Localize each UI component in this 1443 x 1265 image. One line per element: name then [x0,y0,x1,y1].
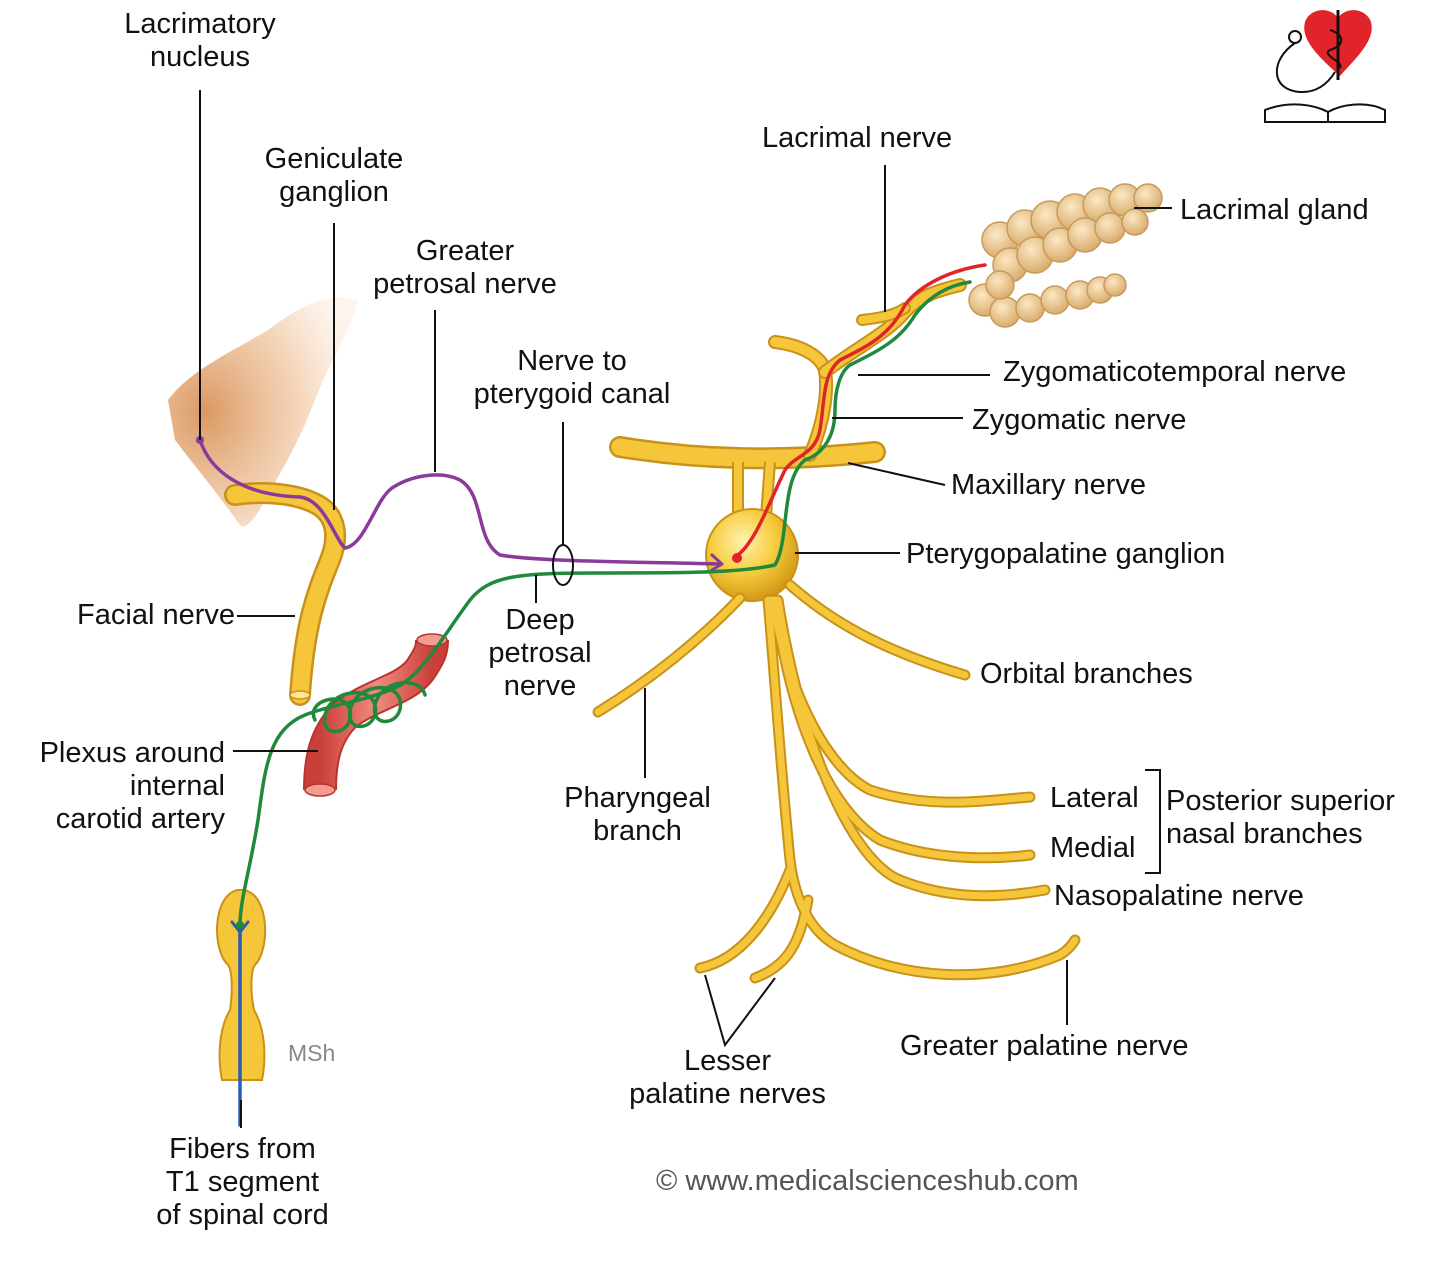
label-zygomatic-nerve: Zygomatic nerve [972,404,1187,436]
copyright-credit: © www.medicalscienceshub.com [656,1165,1079,1197]
label-geniculate-ganglion-text: Geniculate ganglion [264,143,404,208]
label-greater-petrosal-nerve-text: Greater petrosal nerve [373,235,557,300]
label-deep-petrosal-nerve-text: Deep petrosal nerve [488,604,592,702]
maxillary-nerve-trunk [609,436,886,470]
zygomatic-nerve-trunk [768,278,967,462]
facial-nerve-trunk [224,482,347,706]
label-facial-nerve: Facial nerve [77,599,235,631]
label-nerve-to-pterygoid-canal-text: Nerve to pterygoid canal [473,345,671,410]
label-nerve-to-pterygoid-canal: Nerve to pterygoid canal [452,345,692,411]
ganglion-synapse-dot [732,553,742,563]
pterygopalatine-ganglion-body [705,508,799,602]
label-lateral: Lateral [1050,782,1139,814]
label-zygomaticotemporal-nerve: Zygomaticotemporal nerve [1003,356,1347,388]
heart-stethoscope-book-logo [1264,10,1386,123]
label-fibers-t1: Fibers from T1 segment of spinal cord [120,1133,365,1232]
label-posterior-superior-nasal-branches: Posterior superior nasal branches [1166,785,1395,851]
label-greater-palatine-nerve: Greater palatine nerve [900,1030,1189,1062]
label-fibers-t1-text: Fibers from T1 segment of spinal cord [156,1133,329,1231]
label-plexus-internal-carotid-text: Plexus around internal carotid artery [39,737,225,835]
label-posterior-superior-nasal-branches-text: Posterior superior nasal branches [1166,785,1395,850]
fiber-pathways [198,263,987,1127]
label-geniculate-ganglion: Geniculate ganglion [234,143,434,209]
label-plexus-internal-carotid: Plexus around internal carotid artery [0,737,225,836]
pterygoid-canal-ring [552,544,574,586]
lacrimal-gland [968,183,1163,328]
label-maxillary-nerve: Maxillary nerve [951,469,1146,501]
spinal-origin-dot [236,921,244,929]
artist-signature: MSh [288,1040,336,1066]
label-lesser-palatine-nerves: Lesser palatine nerves [600,1045,855,1111]
label-pharyngeal-branch-text: Pharyngeal branch [564,782,711,847]
label-medial: Medial [1050,832,1136,864]
label-nasopalatine-nerve: Nasopalatine nerve [1054,880,1304,912]
label-lacrimatory-nucleus-text: Lacrimatory nucleus [124,8,276,73]
ganglion-lower-branches [592,579,1081,984]
label-lacrimatory-nucleus: Lacrimatory nucleus [100,8,300,74]
label-lacrimal-gland: Lacrimal gland [1180,194,1369,226]
label-orbital-branches: Orbital branches [980,658,1193,690]
label-deep-petrosal-nerve: Deep petrosal nerve [460,604,620,703]
leader-lines [199,90,1172,1128]
label-pharyngeal-branch: Pharyngeal branch [535,782,740,848]
label-lesser-palatine-nerves-text: Lesser palatine nerves [629,1045,826,1110]
label-pterygopalatine-ganglion: Pterygopalatine ganglion [906,538,1226,570]
brainstem-region [168,297,358,527]
label-lacrimal-nerve: Lacrimal nerve [762,122,953,154]
label-greater-petrosal-nerve: Greater petrosal nerve [345,235,585,301]
